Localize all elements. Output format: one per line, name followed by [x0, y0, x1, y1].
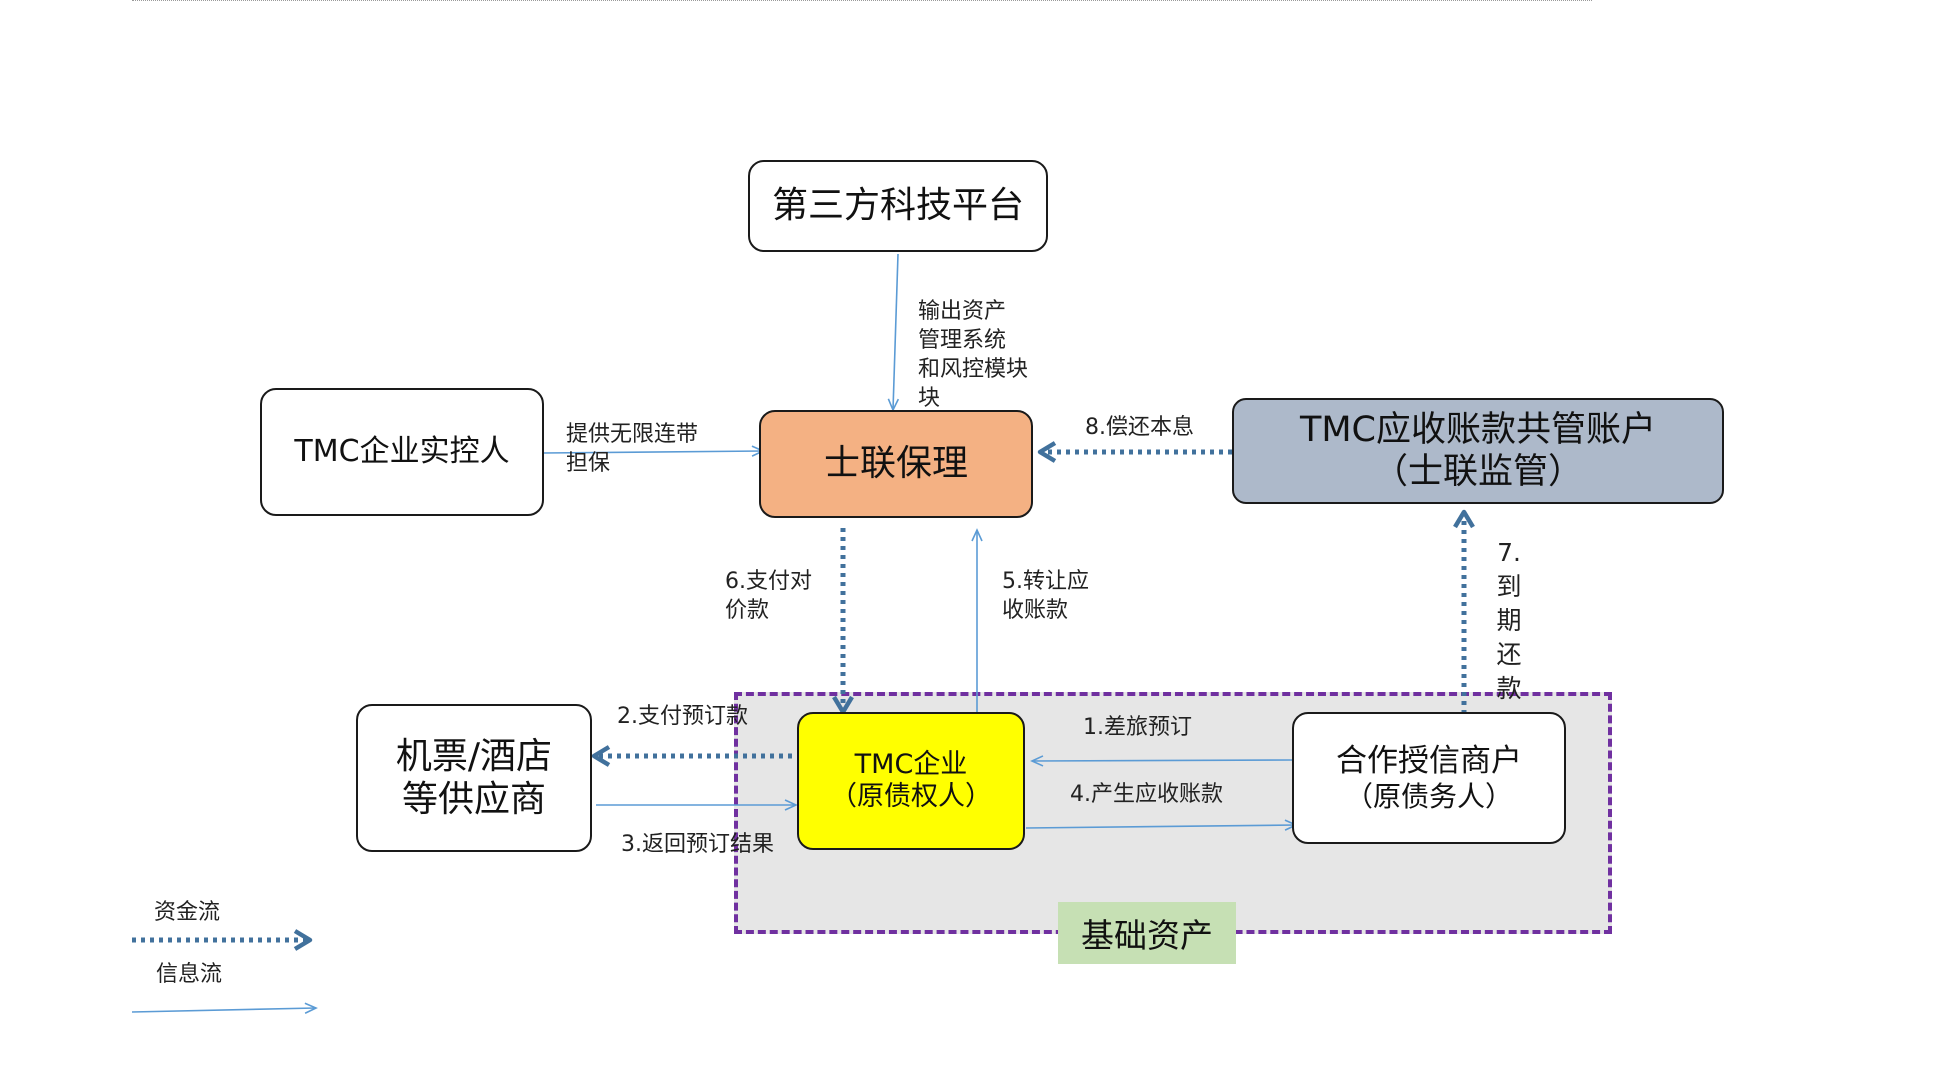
tmc-controller-label: TMC企业实控人 [294, 434, 510, 469]
tmc-account-box: TMC应收账款共管账户 （士联监管） [1232, 398, 1724, 504]
edge-label-guarantee: 提供无限连带 担保 [566, 422, 699, 476]
top-divider-line [132, 0, 1592, 1]
edge-label-platform-output: 输出资产 管理系统 和风控模块 块 [918, 299, 1029, 411]
third-party-platform-label: 第三方科技平台 [771, 185, 1024, 227]
merchant-box: 合作授信商户 （原债务人） [1292, 712, 1566, 844]
legend-info-line [131, 1002, 318, 1014]
edge-label-5: 5.转让应 收账款 [1002, 569, 1089, 623]
edge-label-2: 2.支付预订款 [617, 704, 748, 729]
supplier-label-line1: 机票/酒店 [395, 735, 553, 777]
arrow-1-travel-booking [1030, 755, 1293, 767]
legend-fund-flow-label: 资金流 [154, 900, 221, 925]
arrow-4-receivables [1025, 819, 1298, 831]
arrow-guarantee [542, 445, 765, 457]
tmc-enterprise-label-line1: TMC企业 [854, 748, 968, 780]
edge-label-8: 8.偿还本息 [1085, 415, 1194, 440]
third-party-platform-box: 第三方科技平台 [748, 160, 1048, 252]
legend-info-flow-label: 信息流 [156, 962, 223, 987]
edge-label-6: 6.支付对 价款 [725, 569, 812, 623]
arrow-platform-to-factoring [887, 253, 900, 412]
edge-label-7: 7. 到 期 还 款 [1496, 538, 1522, 703]
tmc-account-label-line2: （士联监管） [1372, 452, 1583, 492]
edge-label-4: 4.产生应收账款 [1070, 782, 1223, 807]
factoring-label: 士联保理 [823, 443, 968, 485]
merchant-label-line1: 合作授信商户 [1336, 742, 1522, 779]
factoring-box: 士联保理 [759, 410, 1033, 518]
edge-label-1: 1.差旅预订 [1083, 715, 1192, 740]
tmc-account-label-line1: TMC应收账款共管账户 [1299, 410, 1657, 450]
supplier-label-line2: 等供应商 [401, 779, 546, 820]
merchant-label-line2: （原债务人） [1344, 779, 1513, 813]
tmc-enterprise-label-line2: （原债权人） [830, 781, 992, 812]
basic-asset-label: 基础资产 [1058, 902, 1236, 964]
tmc-controller-box: TMC企业实控人 [260, 388, 544, 516]
supplier-box: 机票/酒店 等供应商 [356, 704, 592, 852]
tmc-enterprise-box: TMC企业 （原债权人） [797, 712, 1025, 850]
edge-label-3: 3.返回预订结果 [621, 832, 774, 857]
